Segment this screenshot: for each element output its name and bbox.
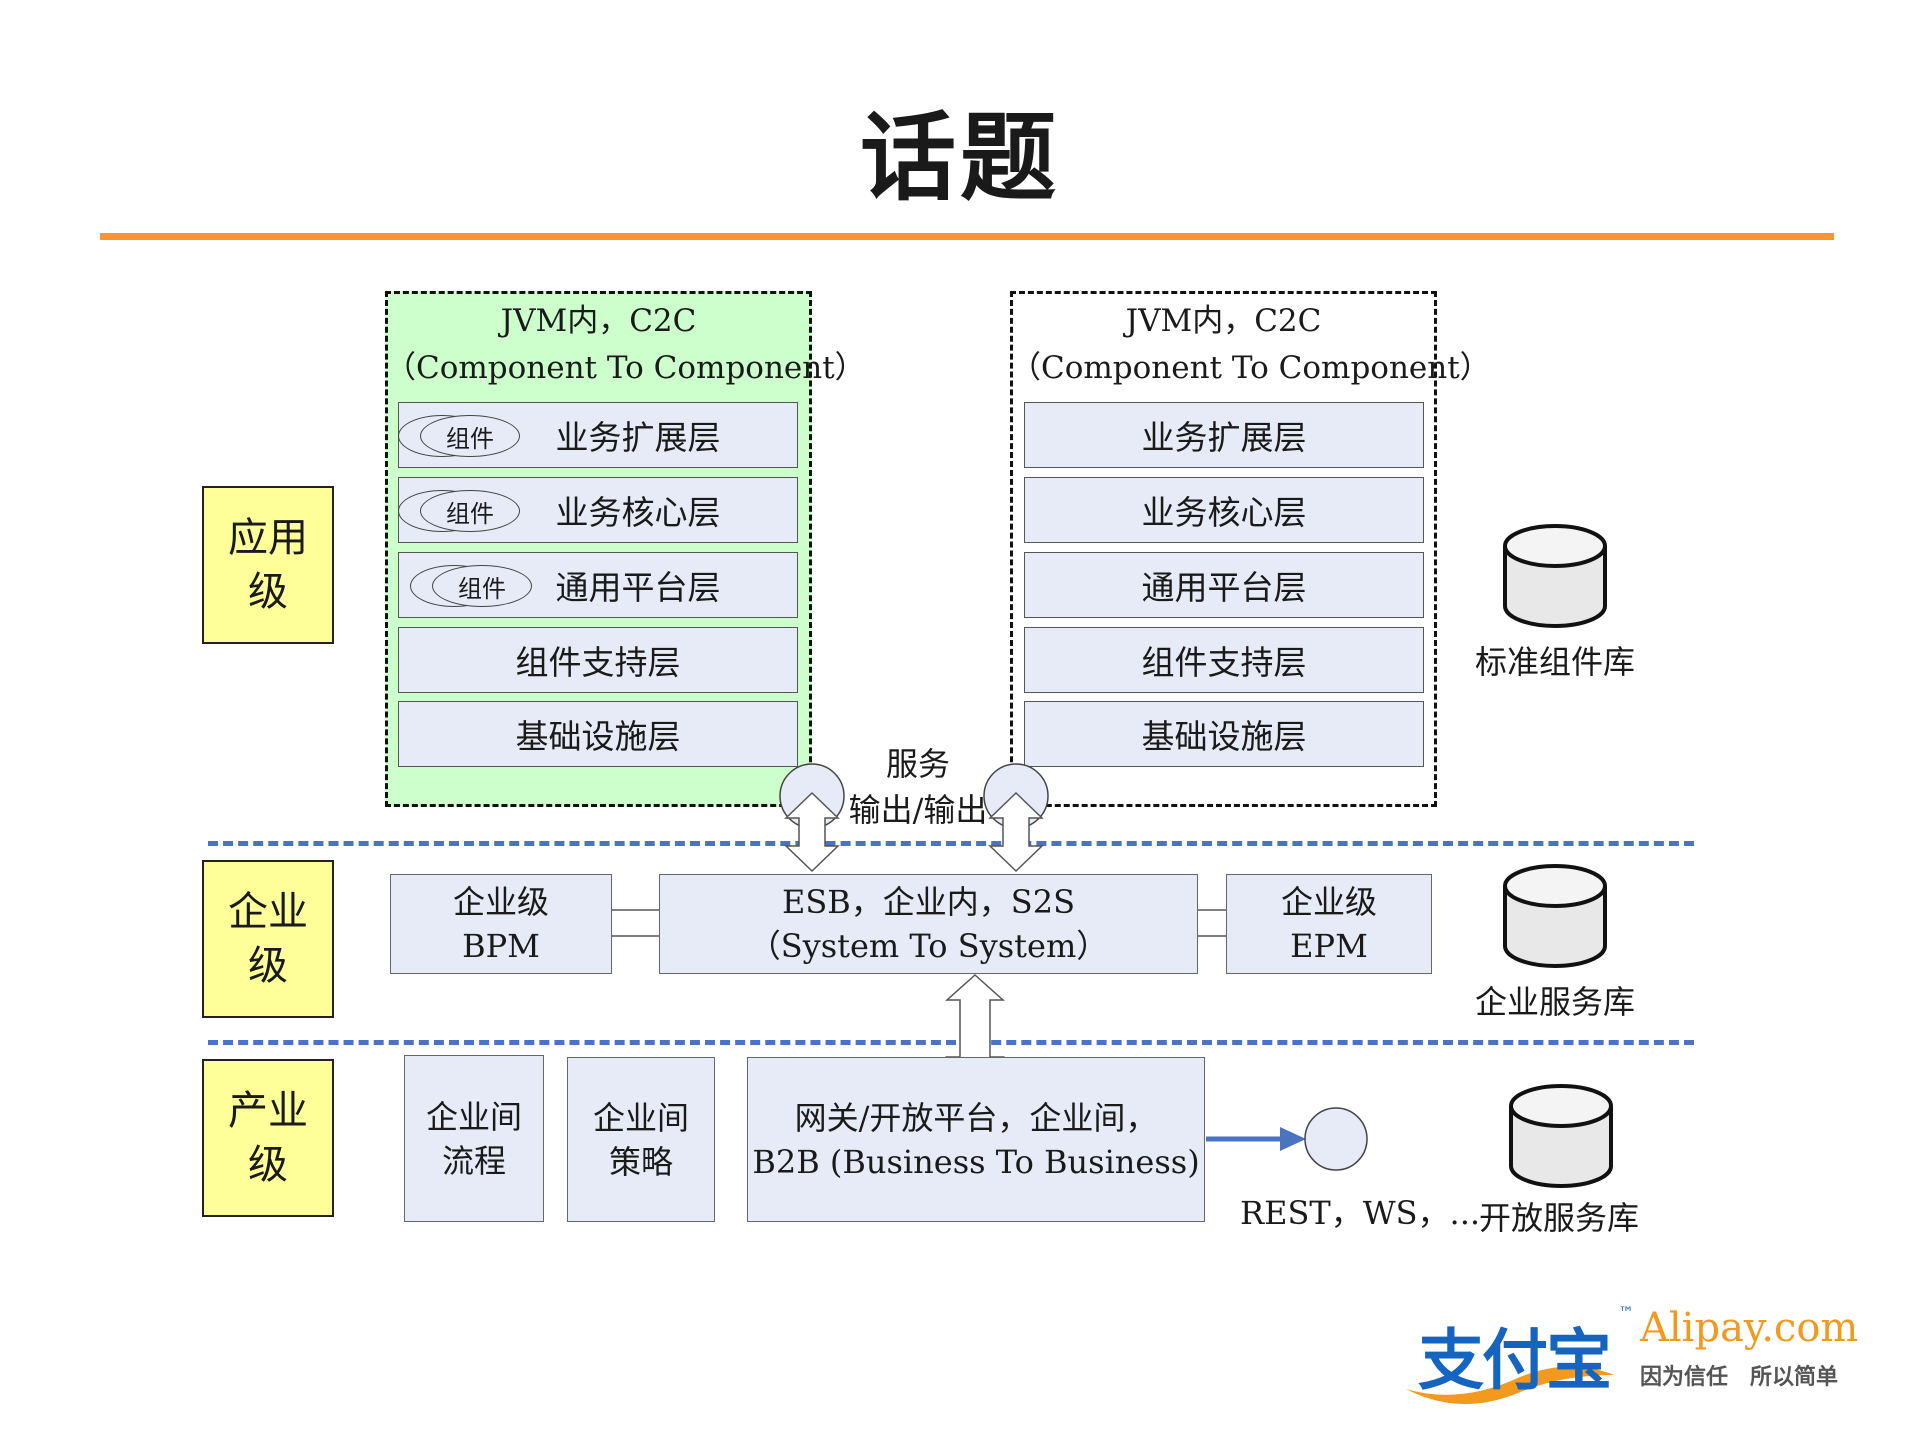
esb-label-2: （System To System） — [748, 927, 1109, 965]
right-layer-business-core: 业务核心层 — [1024, 477, 1424, 543]
left-layer-label: 通用平台层 — [555, 568, 721, 607]
database-icon — [1503, 524, 1607, 628]
right-layer-label: 业务扩展层 — [1141, 418, 1307, 457]
right-layer-label: 基础设施层 — [1141, 717, 1307, 756]
vertical-arrow-right — [988, 791, 1044, 873]
left-layer-label: 基础设施层 — [515, 717, 681, 756]
gateway-label-2: B2B (Business To Business) — [752, 1142, 1200, 1181]
level-industry: 产业级 — [202, 1059, 334, 1217]
epm-label-1: 企业级 — [1280, 883, 1377, 921]
page-title: 话题 — [860, 102, 1060, 214]
left-layer-component-support: 组件支持层 — [398, 627, 798, 693]
right-zone-heading-2: （Component To Component） — [1010, 350, 1491, 386]
right-layer-business-extension: 业务扩展层 — [1024, 402, 1424, 468]
right-layer-label: 组件支持层 — [1141, 643, 1307, 682]
level-enterprise-label: 企业级 — [228, 889, 308, 989]
alipay-tm: ™ — [1618, 1303, 1634, 1322]
level-app: 应用级 — [202, 486, 334, 644]
component-oval: 组件 — [432, 565, 532, 607]
level-enterprise: 企业级 — [202, 860, 334, 1018]
left-layer-label: 业务扩展层 — [555, 418, 721, 457]
service-io-label-1: 服务 — [885, 745, 950, 783]
right-jvm-zone — [1010, 291, 1437, 807]
industry-flow: 企业间 流程 — [404, 1055, 544, 1222]
left-zone-heading-1: JVM内，C2C — [500, 303, 697, 339]
repo-standard-label: 标准组件库 — [1474, 643, 1635, 681]
flow-label-2: 流程 — [441, 1141, 506, 1180]
alipay-logo: 支付宝 ™ Alipay.com 因为信任 所以简单 — [1400, 1303, 1870, 1415]
alipay-swoosh-icon — [1406, 1366, 1614, 1405]
right-layer-infrastructure: 基础设施层 — [1024, 701, 1424, 767]
right-layer-label: 业务核心层 — [1141, 493, 1307, 532]
enterprise-bpm: 企业级 BPM — [390, 874, 612, 974]
component-oval: 组件 — [420, 490, 520, 532]
level-industry-label: 产业级 — [228, 1088, 308, 1188]
repo-enterprise-label: 企业服务库 — [1474, 983, 1635, 1021]
industry-gateway: 网关/开放平台，企业间， B2B (Business To Business) — [747, 1057, 1205, 1222]
right-layer-common-platform: 通用平台层 — [1024, 552, 1424, 618]
left-zone-heading-2: （Component To Component） — [385, 350, 866, 386]
alipay-slogan: 因为信任 所以简单 — [1640, 1365, 1839, 1390]
service-io-label-2: 输出/输出 — [848, 791, 988, 829]
component-oval: 组件 — [420, 415, 520, 457]
bpm-label-2: BPM — [462, 927, 540, 965]
left-layer-label: 组件支持层 — [515, 643, 681, 682]
gateway-label-1: 网关/开放平台，企业间， — [794, 1098, 1158, 1137]
open-endpoint — [1304, 1107, 1368, 1171]
left-layer-infrastructure: 基础设施层 — [398, 701, 798, 767]
policy-label-2: 策略 — [608, 1142, 673, 1181]
level-app-label: 应用级 — [228, 515, 308, 615]
policy-label-1: 企业间 — [592, 1098, 689, 1137]
industry-policy: 企业间 策略 — [567, 1057, 715, 1222]
component-oval-label: 组件 — [446, 424, 494, 453]
right-layer-label: 通用平台层 — [1141, 568, 1307, 607]
component-oval-label: 组件 — [446, 499, 494, 528]
title-underline — [100, 233, 1834, 240]
enterprise-esb: ESB，企业内，S2S （System To System） — [659, 874, 1198, 974]
alipay-en-name: Alipay.com — [1640, 1305, 1859, 1351]
flow-label-1: 企业间 — [425, 1097, 522, 1136]
database-icon — [1503, 864, 1607, 968]
right-zone-heading-1: JVM内，C2C — [1125, 303, 1322, 339]
protocols-label: REST，WS，... — [1240, 1194, 1481, 1232]
component-oval-label: 组件 — [458, 574, 506, 603]
right-layer-component-support: 组件支持层 — [1024, 627, 1424, 693]
blue-arrowhead — [1280, 1127, 1306, 1151]
esb-label-1: ESB，企业内，S2S — [781, 883, 1075, 921]
left-layer-label: 业务核心层 — [555, 493, 721, 532]
alipay-cn-name: 支付宝 — [1418, 1322, 1612, 1399]
database-icon — [1509, 1084, 1613, 1188]
repo-open-label: 开放服务库 — [1478, 1199, 1639, 1237]
enterprise-epm: 企业级 EPM — [1226, 874, 1432, 974]
vertical-arrow-left — [784, 791, 840, 873]
bpm-label-1: 企业级 — [452, 883, 549, 921]
divider-app-enterprise — [208, 841, 1694, 846]
epm-label-2: EPM — [1290, 927, 1368, 965]
divider-enterprise-industry — [208, 1040, 1694, 1045]
